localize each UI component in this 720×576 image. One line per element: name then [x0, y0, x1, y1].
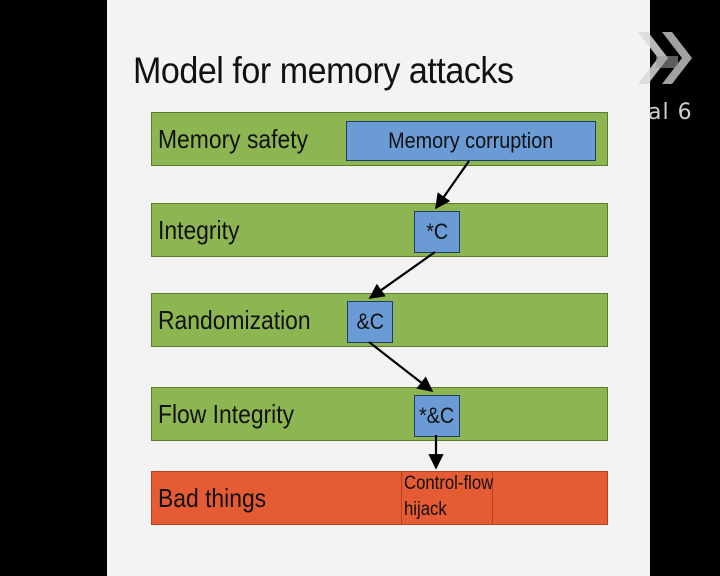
- slide-title: Model for memory attacks: [133, 50, 514, 91]
- broadcast-logo-text: al 6: [648, 100, 693, 125]
- band-integrity: Integrity *C: [151, 203, 608, 257]
- node-deref-addr-c-label: *&C: [419, 403, 455, 428]
- arrow-deref-c-to-addr-c: [368, 251, 436, 299]
- arrow-addr-c-to-deref-addr-c: [368, 341, 434, 392]
- node-memory-corruption: Memory corruption: [346, 121, 596, 161]
- node-addr-c-label: &C: [356, 309, 384, 334]
- node-control-flow-hijack: Control-flow hijack: [401, 471, 493, 525]
- band-memory-safety: Memory safety Memory corruption: [151, 112, 608, 166]
- band-label-bad-things: Bad things: [158, 482, 267, 513]
- hijack-line-2: hijack: [404, 499, 447, 520]
- band-label-integrity: Integrity: [158, 214, 240, 245]
- band-randomization: Randomization &C: [151, 293, 608, 347]
- band-flow-integrity: Flow Integrity *&C: [151, 387, 608, 441]
- broadcast-logo-icon: [638, 32, 692, 84]
- node-deref-c-label: *C: [425, 219, 448, 244]
- band-label-randomization: Randomization: [158, 304, 311, 335]
- band-label-memory-safety: Memory safety: [158, 123, 309, 154]
- node-memory-corruption-label: Memory corruption: [388, 128, 554, 153]
- node-addr-c: &C: [347, 301, 393, 343]
- node-deref-c: *C: [414, 211, 460, 253]
- band-bad-things: Bad things Control-flow hijack: [151, 471, 608, 525]
- node-deref-addr-c: *&C: [414, 395, 460, 437]
- hijack-line-1: Control-flow: [404, 473, 494, 494]
- band-label-flow-integrity: Flow Integrity: [158, 398, 295, 429]
- slide: Model for memory attacks Memory safety M…: [107, 0, 650, 576]
- arrow-corruption-to-deref-c: [435, 160, 470, 210]
